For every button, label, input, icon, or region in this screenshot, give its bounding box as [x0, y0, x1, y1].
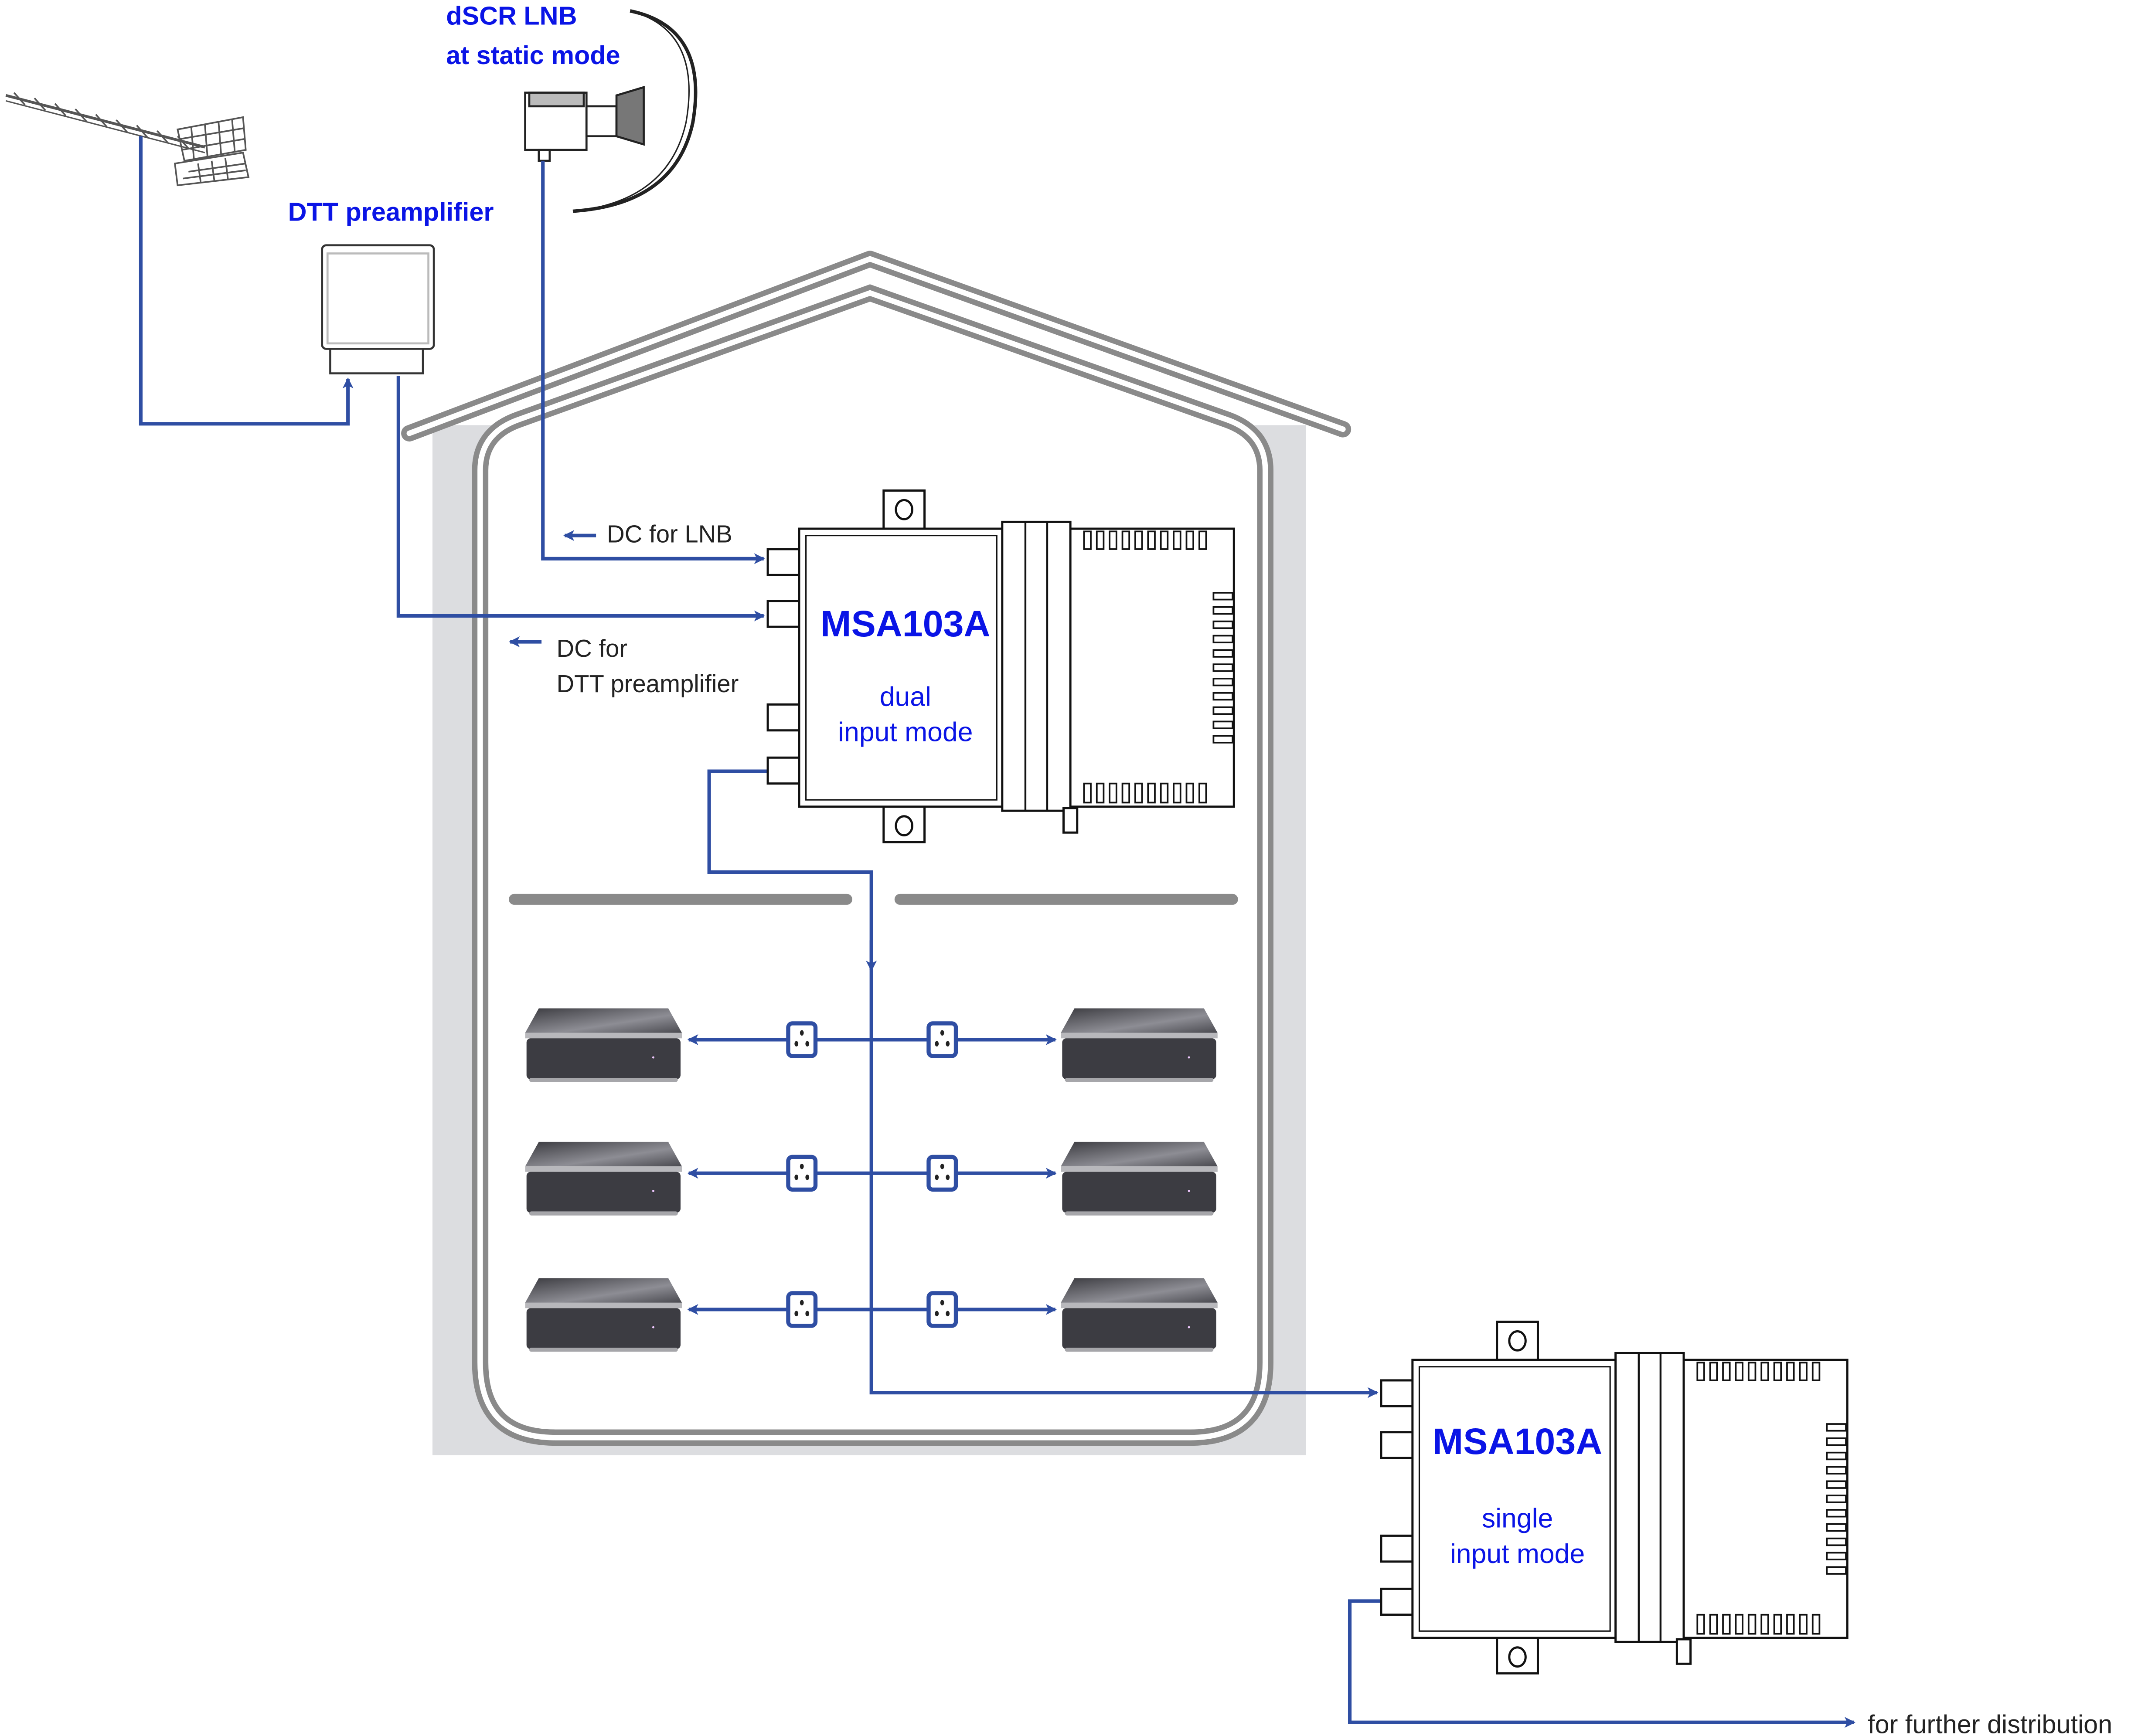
dc-dtt-label-line2: DTT preamplifier — [556, 670, 739, 697]
cable-antenna-to-preamp — [139, 136, 354, 426]
coax-port — [766, 548, 803, 576]
device-mode-line1: single — [1482, 1503, 1553, 1534]
device-model: MSA103A — [1433, 1421, 1602, 1462]
house — [401, 251, 1352, 1455]
dc-dtt-label-line1: DC for — [556, 635, 627, 662]
set-top-box-icon — [1061, 1141, 1218, 1216]
device-mode-line2: input mode — [838, 717, 973, 747]
wall-socket-icon — [786, 1021, 818, 1058]
preamp-label: DTT preamplifier — [288, 197, 494, 226]
cable-trunk — [707, 769, 1379, 1398]
set-top-box-icon — [1061, 1008, 1218, 1082]
wall-socket-icon — [786, 1155, 818, 1192]
wall-socket-icon — [786, 1291, 818, 1328]
set-top-box-icon — [525, 1008, 682, 1082]
coax-port — [766, 600, 803, 628]
wall-socket-icon — [926, 1291, 958, 1328]
set-top-box-icon — [525, 1278, 682, 1352]
satellite-dish-icon — [572, 9, 698, 213]
cables — [139, 136, 1855, 1728]
cable-lnb-to-switch — [541, 160, 765, 564]
device-mode-line1: dual — [880, 681, 931, 712]
switch-body — [1411, 1359, 1618, 1639]
dc-lnb-label: DC for LNB — [607, 520, 732, 547]
switch-body — [798, 527, 1005, 808]
lnb-label-line2: at static mode — [446, 41, 620, 70]
further-distribution-label: for further distribution — [1868, 1710, 2112, 1736]
mounting-tab — [882, 489, 926, 530]
set-top-box-icon — [1061, 1278, 1218, 1352]
lnb-icon — [524, 85, 645, 162]
cable-preamp-to-switch — [396, 376, 765, 622]
preamplifier-icon — [321, 244, 435, 374]
coax-port — [1380, 1587, 1416, 1616]
outlet-row — [525, 1008, 1218, 1082]
multiswitch-single — [1380, 1321, 1849, 1675]
wall-socket-icon — [926, 1021, 958, 1058]
coax-port — [1380, 1431, 1416, 1459]
lnb-label-line1: dSCR LNB — [446, 1, 577, 30]
multiswitch-dual — [766, 489, 1235, 843]
tv-antenna-icon — [5, 92, 250, 187]
coax-port — [766, 703, 803, 732]
coax-port — [1380, 1379, 1416, 1407]
din-clamp — [1614, 1352, 1685, 1643]
cable-further — [1348, 1599, 1855, 1728]
wall-socket-icon — [926, 1155, 958, 1192]
outlet-row — [525, 1141, 1218, 1216]
coax-port — [1380, 1534, 1416, 1563]
set-top-box-icon — [525, 1141, 682, 1216]
coax-port — [766, 756, 803, 785]
outlet-row — [525, 1278, 1218, 1352]
device-model: MSA103A — [820, 603, 990, 644]
din-clamp — [1001, 520, 1072, 812]
device-mode-line2: input mode — [1450, 1539, 1585, 1569]
